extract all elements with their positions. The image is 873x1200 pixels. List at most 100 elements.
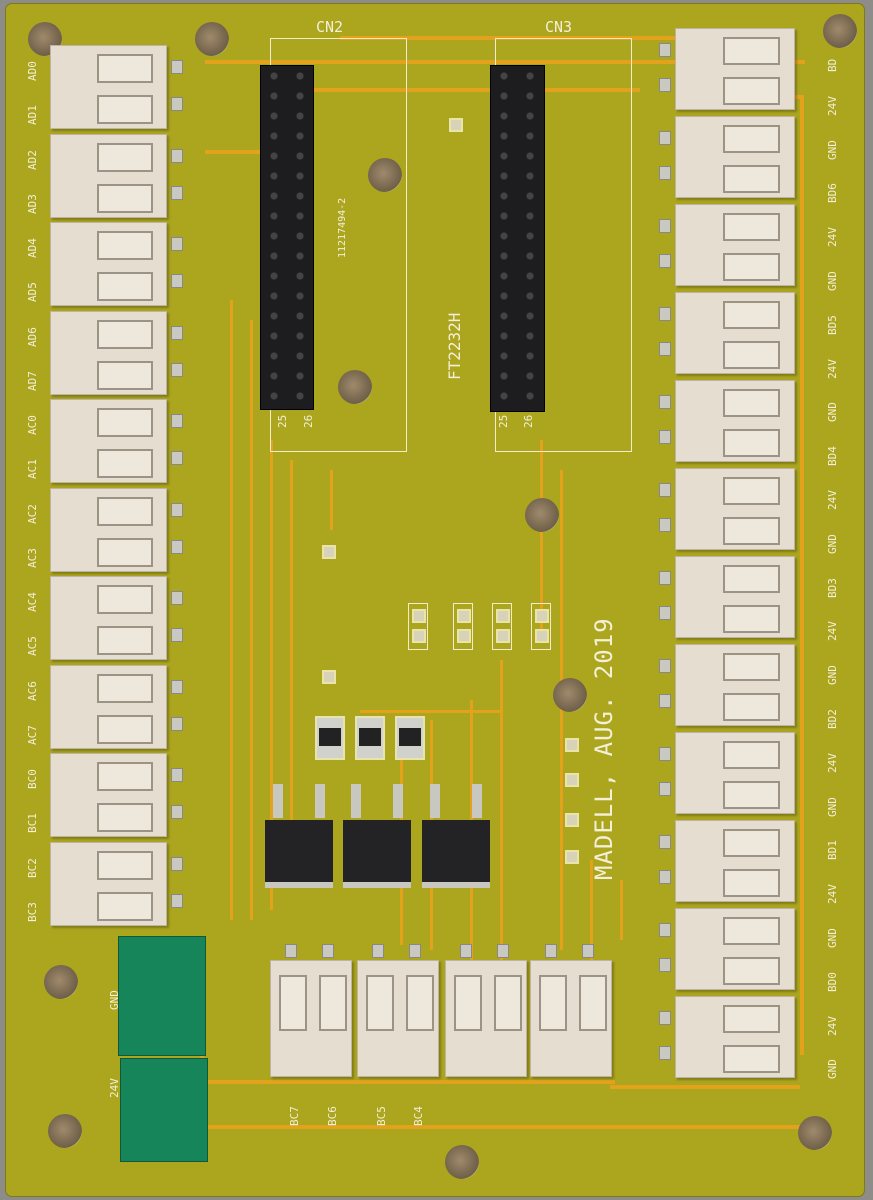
solder-pad <box>659 659 671 673</box>
trace <box>270 440 273 910</box>
right-terminal-label: 24V <box>826 95 839 116</box>
lever <box>723 125 781 153</box>
solder-pad <box>372 944 384 958</box>
cn2-pin26-label: 26 <box>302 414 315 428</box>
trace <box>340 36 640 40</box>
solder-pad <box>659 395 671 409</box>
transistor-lead <box>351 784 361 818</box>
left-spring-connector <box>50 222 167 306</box>
right-terminal-label: BD3 <box>826 577 839 598</box>
solder-pad <box>171 768 183 782</box>
right-terminal-label: GND <box>826 796 839 817</box>
lever <box>97 360 153 390</box>
solder-pad <box>171 856 183 871</box>
lever <box>723 605 781 633</box>
mounting-hole-icon <box>368 158 402 192</box>
left-terminal-label: BC1 <box>26 813 39 833</box>
transistor-lead <box>430 784 440 818</box>
lever <box>366 974 394 1031</box>
lever <box>723 213 781 241</box>
mounting-hole-icon <box>823 14 857 48</box>
left-spring-connector <box>50 664 167 749</box>
left-spring-connector <box>50 576 167 660</box>
mounting-hole-icon <box>553 678 587 712</box>
right-terminal-label: 24V <box>826 1015 839 1036</box>
lever <box>97 319 153 349</box>
solder-pad <box>171 148 183 163</box>
left-terminal-label: AD0 <box>26 61 39 81</box>
solder-pad <box>659 254 671 268</box>
solder-pad <box>659 307 671 321</box>
lever <box>97 537 153 567</box>
solder-pad <box>659 1011 671 1025</box>
left-terminal-label: AC1 <box>26 459 39 479</box>
cn3-pin25-label: 25 <box>497 414 510 428</box>
right-terminal-label: GND <box>826 533 839 554</box>
lever <box>97 762 153 791</box>
left-terminal-label: AD1 <box>26 105 39 125</box>
solder-pad <box>659 483 671 497</box>
left-terminal-label: AD7 <box>26 370 39 391</box>
left-terminal-label: AD3 <box>26 193 39 214</box>
left-spring-connector <box>50 841 167 926</box>
terminal-label-gnd: GND <box>108 990 121 1010</box>
jumper-footprint <box>453 603 473 650</box>
lever <box>723 829 781 857</box>
via-pad <box>565 773 579 787</box>
trace <box>540 440 543 640</box>
lever <box>97 891 153 921</box>
author-date-label: MADELL, AUG. 2019 <box>590 617 618 880</box>
right-terminal-label: 24V <box>826 358 839 379</box>
bottom-terminal-label: BC6 <box>326 1106 339 1126</box>
right-spring-connector <box>675 380 795 462</box>
left-terminal-label: AD6 <box>26 326 39 347</box>
lever <box>279 974 307 1031</box>
dpak-transistor <box>343 820 411 888</box>
solder-pad <box>659 782 671 796</box>
smd-resistor <box>315 716 345 760</box>
trace <box>205 1125 805 1129</box>
lever <box>723 477 781 505</box>
resistor-body <box>319 728 341 746</box>
solder-pad <box>545 944 557 958</box>
right-spring-connector <box>675 732 795 814</box>
trace <box>290 460 293 880</box>
smd-resistor <box>355 716 385 760</box>
lever <box>97 142 153 172</box>
left-spring-connector <box>50 487 167 572</box>
transistor-lead <box>315 784 325 818</box>
solder-pad <box>171 805 183 819</box>
solder-pad <box>659 923 671 937</box>
right-spring-connector <box>675 292 795 374</box>
lever <box>97 272 153 301</box>
trace <box>610 1085 800 1089</box>
lever <box>723 1045 781 1073</box>
solder-pad <box>171 628 183 642</box>
solder-pad <box>659 166 671 180</box>
solder-pad <box>171 539 183 554</box>
solder-pad <box>171 679 183 694</box>
right-spring-connector <box>675 908 795 990</box>
lever <box>723 517 781 545</box>
lever <box>723 565 781 593</box>
bottom-spring-connector <box>357 960 439 1077</box>
solder-pad <box>659 43 671 57</box>
bottom-spring-connector <box>445 960 527 1077</box>
jumper-pin <box>496 609 510 623</box>
lever <box>97 714 153 744</box>
solder-pad <box>659 78 671 92</box>
trace <box>630 36 675 40</box>
jumper-pin <box>535 609 549 623</box>
solder-pad <box>659 958 671 972</box>
cn2-pin25-label: 25 <box>276 414 289 428</box>
trace <box>250 320 253 920</box>
solder-pad <box>171 716 183 731</box>
jumper-pin <box>412 629 426 643</box>
trace <box>500 660 503 960</box>
right-terminal-label: GND <box>826 402 839 423</box>
lever <box>97 231 153 260</box>
trace <box>205 60 805 64</box>
lever <box>97 626 153 655</box>
right-spring-connector <box>675 204 795 286</box>
trace <box>800 95 804 1055</box>
